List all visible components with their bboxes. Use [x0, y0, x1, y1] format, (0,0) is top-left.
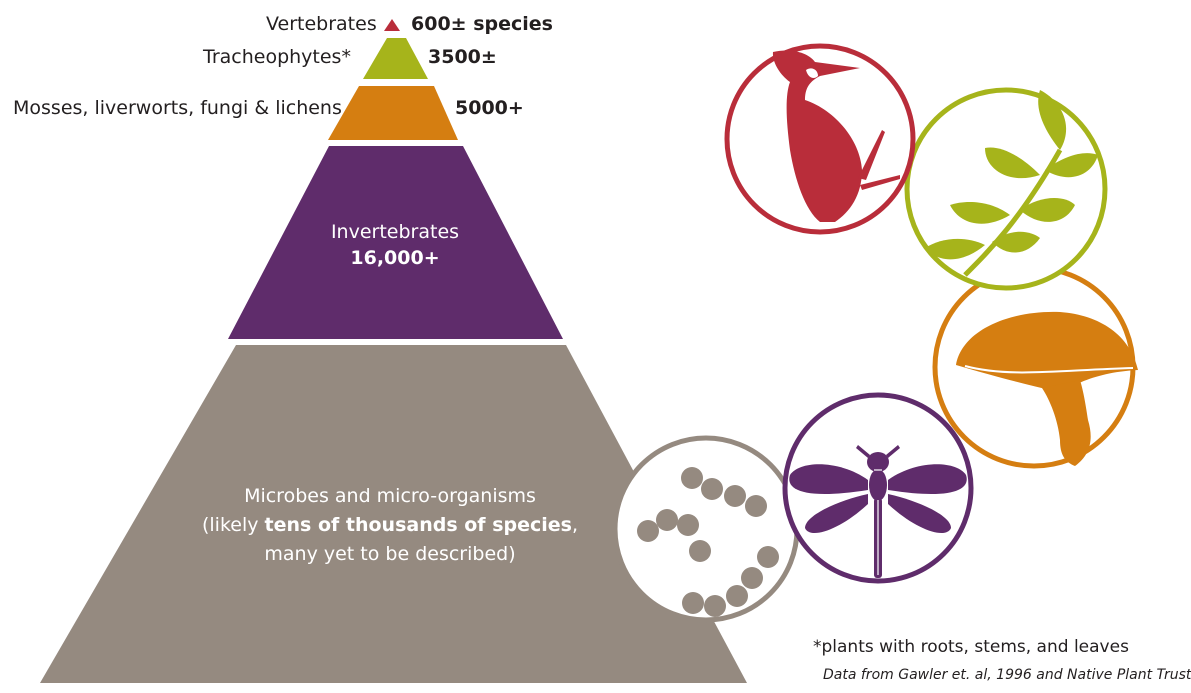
- tier-invertebrates-shape: [228, 146, 563, 339]
- tier-vertebrates-count: 600± species: [411, 13, 553, 35]
- leaf-icon: [904, 87, 1108, 291]
- mushroom-icon: [932, 265, 1138, 469]
- tier-vertebrates-shape: [384, 19, 400, 31]
- tier-mosses-name: Mosses, liverworts, fungi & lichens: [13, 97, 342, 119]
- tier-microbes-shape: [40, 345, 747, 683]
- tier-microbes-detail-pre: (likely: [201, 514, 265, 536]
- tier-invertebrates-count: 16,000+: [350, 247, 440, 269]
- tier-invertebrates-name: Invertebrates: [330, 221, 460, 243]
- tier-mosses-shape: [328, 86, 458, 140]
- dragonfly-icon: [782, 392, 974, 584]
- footnote: *plants with roots, stems, and leaves: [813, 637, 1129, 657]
- tier-microbes-detail-bold: tens of thousands of species: [264, 514, 572, 536]
- tier-microbes-name: Microbes and micro-organisms: [244, 485, 536, 507]
- tier-microbes-note: many yet to be described): [264, 543, 516, 565]
- microbes-icon: [612, 435, 800, 623]
- tier-microbes-detail-post: ,: [571, 514, 579, 536]
- woodpecker-icon: [724, 43, 916, 235]
- tier-tracheophytes-shape: [363, 38, 428, 79]
- tier-vertebrates-name: Vertebrates: [266, 13, 377, 35]
- tier-microbes-detail: (likely tens of thousands of species,: [180, 514, 600, 536]
- tier-tracheophytes-count: 3500±: [428, 46, 497, 68]
- tier-tracheophytes-name: Tracheophytes*: [203, 46, 351, 68]
- tier-mosses-count: 5000+: [455, 97, 524, 119]
- data-credit: Data from Gawler et. al, 1996 and Native…: [823, 667, 1191, 683]
